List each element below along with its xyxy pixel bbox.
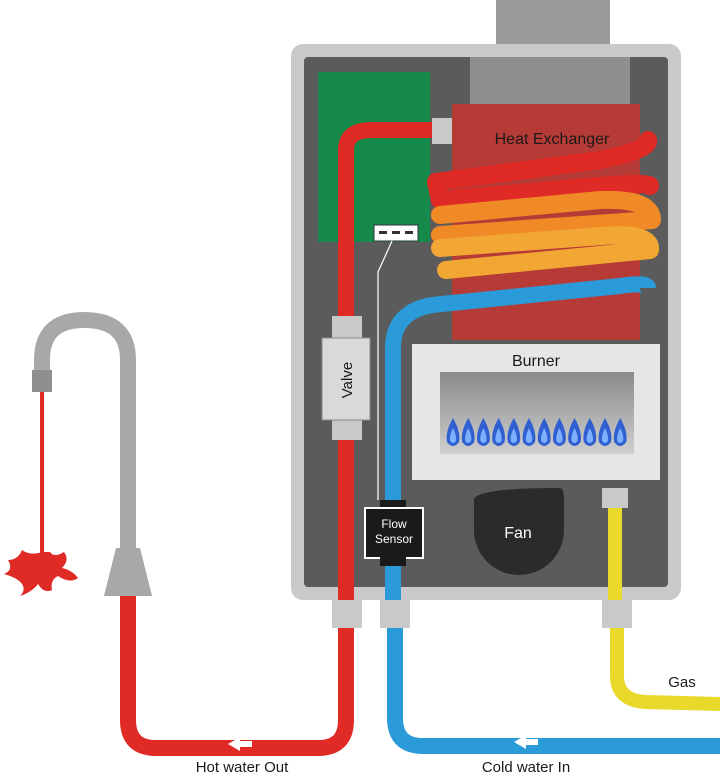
fan bbox=[474, 488, 564, 575]
valve-top-collar bbox=[332, 316, 362, 340]
flame-core-icon bbox=[556, 428, 563, 443]
gas-pipe-external bbox=[610, 628, 720, 711]
left-arrow-icon bbox=[228, 737, 252, 751]
coil-red-1 bbox=[427, 131, 657, 191]
sensor-wire bbox=[377, 240, 393, 500]
flow-sensor bbox=[364, 507, 424, 559]
burner-label: Burner bbox=[512, 353, 561, 370]
hot-outlet-fitting bbox=[332, 600, 362, 628]
flue-inner bbox=[470, 57, 630, 105]
water-splash bbox=[4, 550, 78, 596]
cold-water-pipe-internal bbox=[385, 276, 656, 600]
fan-label: Fan bbox=[504, 525, 532, 542]
cold-inlet-fitting bbox=[380, 600, 410, 628]
sensor-pin-1 bbox=[379, 231, 387, 234]
sensor-pin-2 bbox=[392, 231, 400, 234]
flame-core-icon bbox=[571, 428, 578, 443]
heat-exchanger-outlet-fitting bbox=[432, 118, 452, 144]
cold-water-in-label: Cold water In bbox=[482, 759, 570, 776]
gas-fitting bbox=[602, 488, 628, 508]
sensor-pin-3 bbox=[405, 231, 413, 234]
coil-orange bbox=[431, 190, 661, 244]
coil-red-2 bbox=[427, 173, 659, 209]
cold-water-pipe-external bbox=[387, 628, 720, 754]
flame-core-icon bbox=[465, 428, 472, 443]
faucet-base bbox=[104, 548, 152, 596]
flame-core-icon bbox=[449, 428, 457, 443]
flame-core-icon bbox=[601, 428, 609, 443]
hot-water-pipe-external bbox=[120, 594, 354, 756]
flow-sensor-label-line1: Flow bbox=[381, 517, 407, 531]
flow-sensor-cap-top bbox=[380, 500, 406, 510]
flame-core-icon bbox=[495, 428, 502, 443]
flow-sensor-cap-bottom bbox=[380, 556, 406, 566]
flame-core-icon bbox=[525, 428, 533, 443]
left-arrow-icon bbox=[514, 735, 538, 749]
burner-flames bbox=[446, 418, 627, 446]
flame-core-icon bbox=[510, 428, 517, 443]
flame-core-icon bbox=[586, 428, 593, 443]
valve-label: Valve bbox=[339, 362, 356, 398]
valve bbox=[321, 337, 371, 421]
heat-exchanger-label: Heat Exchanger bbox=[495, 131, 610, 148]
gas-inlet-fitting bbox=[602, 600, 632, 628]
circuit-board bbox=[318, 72, 430, 242]
flame-core-icon bbox=[617, 428, 624, 443]
flow-sensor-label-line2: Sensor bbox=[375, 532, 413, 546]
flame-core-icon bbox=[541, 428, 548, 443]
faucet-tip bbox=[32, 370, 52, 392]
coil-amber bbox=[431, 226, 659, 279]
gas-label: Gas bbox=[668, 674, 696, 691]
faucet-spout bbox=[34, 311, 136, 560]
hot-water-pipe-internal bbox=[338, 122, 440, 600]
flame-core-icon bbox=[480, 428, 487, 443]
hot-water-out-label: Hot water Out bbox=[196, 759, 289, 776]
